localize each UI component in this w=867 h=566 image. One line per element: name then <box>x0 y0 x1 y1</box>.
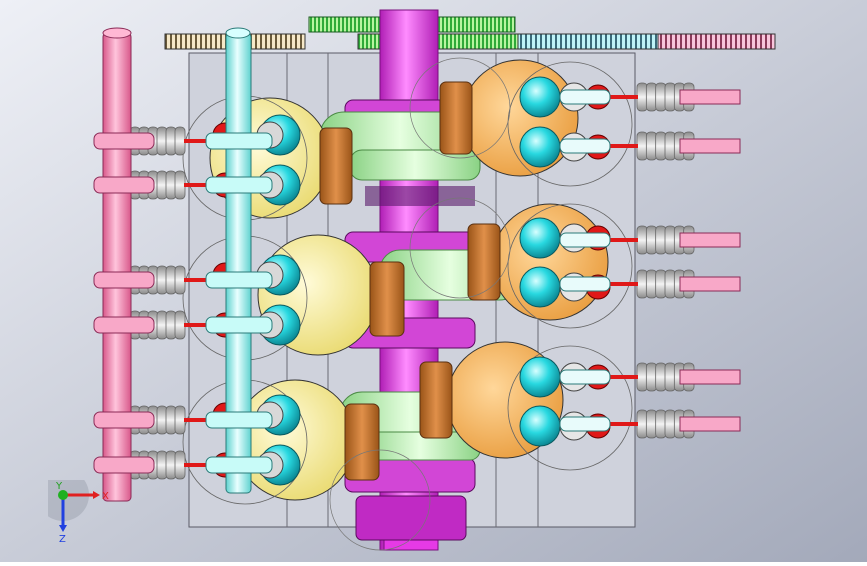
rocker-pad <box>559 276 611 292</box>
rocker-pad <box>559 138 611 154</box>
orientation-triad: X Y Z <box>48 480 109 545</box>
rocker-arm <box>679 89 741 105</box>
valve-stem <box>184 278 224 282</box>
valve-stem <box>184 463 224 467</box>
valve-head <box>519 76 561 118</box>
valve-head <box>519 405 561 447</box>
cam-lobe <box>93 411 155 429</box>
rocker-pad <box>559 232 611 248</box>
rocker-pad <box>559 89 611 105</box>
rocker-arm <box>679 276 741 292</box>
valve-stem <box>606 144 638 148</box>
valve-stem <box>184 139 224 143</box>
valve-stem <box>606 422 638 426</box>
z-axis-label: Z <box>59 534 66 545</box>
x-axis-head <box>93 491 100 499</box>
cam-lobe <box>93 456 155 474</box>
y-axis-label: Y <box>55 481 63 492</box>
rocker-arm <box>679 232 741 248</box>
cam-lobe <box>205 132 273 150</box>
cam-lobe <box>205 316 273 334</box>
cam-lobe <box>93 132 155 150</box>
cam-lobe <box>93 316 155 334</box>
cam-lobe <box>205 271 273 289</box>
rocker-pad <box>559 369 611 385</box>
cam-lobes-left[interactable] <box>93 132 273 474</box>
valve-stem <box>606 375 638 379</box>
valve-head <box>519 266 561 308</box>
timing-belt[interactable] <box>164 33 776 50</box>
rocker-arms-right[interactable] <box>559 89 741 432</box>
z-axis-head <box>59 525 67 532</box>
valve-stem <box>184 418 224 422</box>
y-axis-dot <box>58 490 68 500</box>
cam-lobe <box>205 411 273 429</box>
rocker-arm <box>679 369 741 385</box>
valve-stem <box>184 323 224 327</box>
cam-lobe <box>93 271 155 289</box>
cam-lobe <box>205 176 273 194</box>
camshaft-left-outer[interactable] <box>102 27 132 502</box>
valve-stem <box>606 238 638 242</box>
x-axis-label: X <box>102 491 109 502</box>
valve-stem <box>184 183 224 187</box>
triad-shadow <box>48 480 89 521</box>
cam-lobe <box>93 176 155 194</box>
valve-stem <box>606 95 638 99</box>
valve-head <box>519 217 561 259</box>
rocker-arm <box>679 416 741 432</box>
valve-head <box>519 126 561 168</box>
valve-stem <box>606 282 638 286</box>
rocker-arm <box>679 138 741 154</box>
rocker-pad <box>559 416 611 432</box>
valve-head <box>519 356 561 398</box>
cam-lobe <box>205 456 273 474</box>
